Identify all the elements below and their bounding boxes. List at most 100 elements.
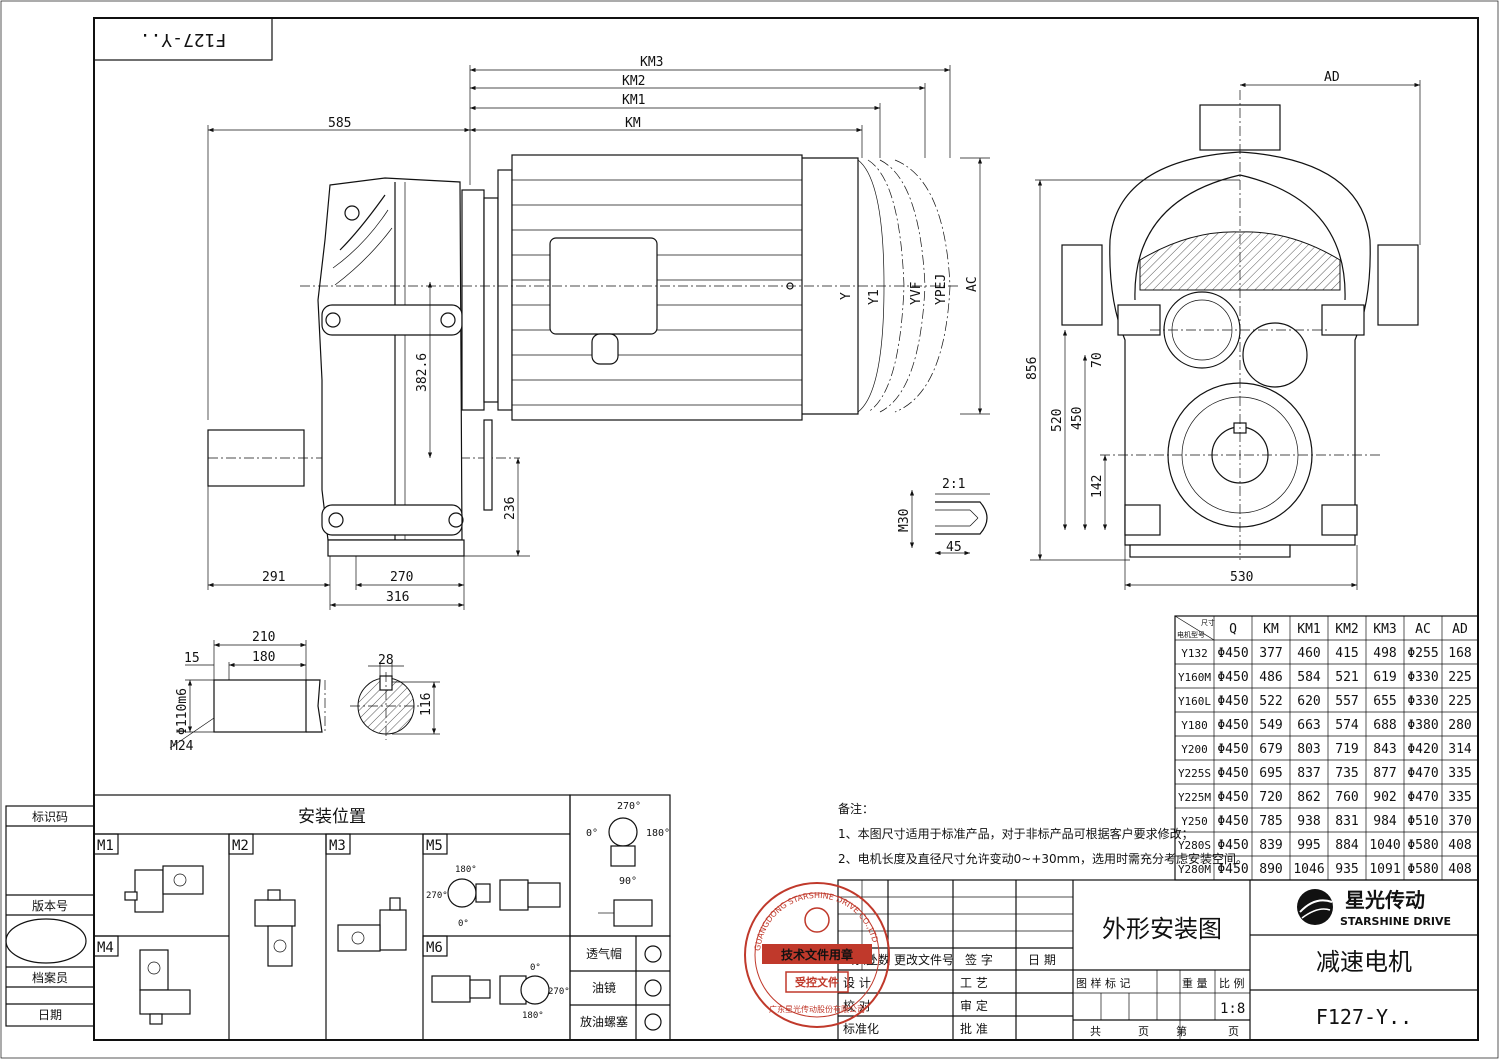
adapter-flange <box>461 189 485 411</box>
oil-sight-icon <box>644 979 662 997</box>
table-cell: 225 <box>1448 670 1471 685</box>
table-cell: 877 <box>1373 766 1396 781</box>
strip-version: 版本号 <box>32 899 68 913</box>
dim-291: 291 <box>262 570 285 585</box>
hdr-place: 处数 <box>866 952 890 967</box>
table-cell: Y280M <box>1178 863 1211 876</box>
table-cell: 460 <box>1297 646 1320 661</box>
table-cell: 695 <box>1259 766 1282 781</box>
strip-oval <box>5 918 87 964</box>
dim-km3: KM3 <box>640 55 663 70</box>
table-cell: Φ450 <box>1217 742 1248 757</box>
dim-520: 520 <box>1050 409 1065 432</box>
table-cell: 679 <box>1259 742 1282 757</box>
table-cell: Y200 <box>1181 743 1208 756</box>
strip-archivist: 档案员 <box>32 970 68 985</box>
tb-scale: 1:8 <box>1220 1001 1245 1017</box>
dim-142: 142 <box>1090 475 1105 498</box>
table-cell: Φ450 <box>1217 862 1248 877</box>
control-stamp: GUANGDONG STARSHINE DRIVE CO.,LTD 技术文件用章… <box>744 882 890 1028</box>
mini-m4 <box>139 949 191 1025</box>
drain-plug-icon <box>644 1013 662 1031</box>
strip-date: 日期 <box>38 1008 62 1022</box>
dim-y1: Y1 <box>867 289 882 305</box>
table-cell: 831 <box>1335 814 1358 829</box>
notes: 备注： 1、本图尺寸适用于标准产品，对于非标产品可根据客户要求修改； 2、电机长… <box>838 801 1248 866</box>
table-cell: 584 <box>1297 670 1321 685</box>
dim-ad: AD <box>1324 70 1340 85</box>
tb-ratio: 比 例 <box>1219 976 1245 990</box>
m6-angle-270: 270° <box>548 987 570 997</box>
table-cell: 335 <box>1448 766 1471 781</box>
tb-sample-mark: 图 样 标 记 <box>1076 976 1131 990</box>
table-cell: Y160L <box>1178 695 1211 708</box>
table-cell: Φ450 <box>1217 718 1248 733</box>
table-cell: 1040 <box>1369 838 1400 853</box>
dim-530: 530 <box>1230 570 1253 585</box>
gearbox-base <box>327 539 465 557</box>
stamp-controlled: 受控文件 <box>795 975 839 989</box>
model-box: F127-Y.. <box>93 17 273 61</box>
table-cell: Φ470 <box>1407 766 1438 781</box>
dim-ypej: YPEJ <box>934 274 949 305</box>
tb-review: 审 定 <box>960 998 988 1013</box>
mini-m5: 180° 270° 0° <box>426 865 561 929</box>
table-cell: 760 <box>1335 790 1358 805</box>
legend-breather: 透气帽 <box>586 946 622 961</box>
table-cell: 408 <box>1448 838 1471 853</box>
strip-id-code: 标识码 <box>32 810 68 824</box>
table-cell: 803 <box>1297 742 1320 757</box>
dim-70: 70 <box>1090 352 1105 368</box>
m5-angle-270: 270° <box>426 891 448 901</box>
table-cell: 984 <box>1373 814 1397 829</box>
table-header: KM2 <box>1335 622 1358 637</box>
table-cell: 935 <box>1335 862 1358 877</box>
table-cell: Φ510 <box>1407 814 1438 829</box>
pos-m4: M4 <box>97 940 114 956</box>
shaft-28: 28 <box>378 653 394 668</box>
install-title: 安装位置 <box>298 807 366 827</box>
table-cell: 408 <box>1448 862 1471 877</box>
table-corner-top: 尺寸 <box>1201 618 1215 627</box>
tb-weight: 重 量 <box>1182 976 1208 990</box>
notes-line1: 1、本图尺寸适用于标准产品，对于非标产品可根据客户要求修改； <box>838 826 1194 841</box>
table-header: AD <box>1452 622 1468 637</box>
detail-thread: 2:1 M30 45 <box>897 477 990 556</box>
shaft-180: 180 <box>252 650 275 665</box>
table-cell: Φ580 <box>1407 838 1438 853</box>
m5-angle-180: 180° <box>455 865 477 875</box>
mini-m1 <box>124 865 204 913</box>
table-header: KM1 <box>1297 622 1320 637</box>
table-cell: 335 <box>1448 790 1471 805</box>
dim-856: 856 <box>1025 357 1040 380</box>
dim-585: 585 <box>328 116 351 131</box>
table-cell: 884 <box>1335 838 1359 853</box>
table-cell: Φ330 <box>1407 694 1438 709</box>
table-header: AC <box>1415 622 1431 637</box>
table-cell: Φ470 <box>1407 790 1438 805</box>
table-cell: 522 <box>1259 694 1282 709</box>
table-cell: Y180 <box>1181 719 1208 732</box>
angle-diagram <box>608 817 638 847</box>
table-cell: 655 <box>1373 694 1396 709</box>
side-view: KM3 KM2 KM1 KM 585 Y Y1 YVF YPEJ AC 382.… <box>207 55 990 610</box>
dim-km2: KM2 <box>622 74 645 89</box>
table-cell: Φ330 <box>1407 670 1438 685</box>
hdr-date: 日 期 <box>1028 953 1056 967</box>
table-cell: 720 <box>1259 790 1282 805</box>
dim-ac: AC <box>965 276 980 292</box>
table-cell: 902 <box>1373 790 1396 805</box>
dim-yvf: YVF <box>909 281 924 305</box>
table-cell: 890 <box>1259 862 1282 877</box>
m6-angle-0: 0° <box>530 963 541 973</box>
table-cell: Φ450 <box>1217 766 1248 781</box>
table-corner-bottom: 电机型号 <box>1177 630 1205 639</box>
table-cell: 549 <box>1259 718 1282 733</box>
pos-m3: M3 <box>329 838 346 854</box>
table-cell: 557 <box>1335 694 1358 709</box>
table-cell: Φ255 <box>1407 646 1438 661</box>
company-name-en: STARSHINE DRIVE <box>1340 915 1451 928</box>
hdr-docno: 更改文件号 <box>894 952 954 967</box>
